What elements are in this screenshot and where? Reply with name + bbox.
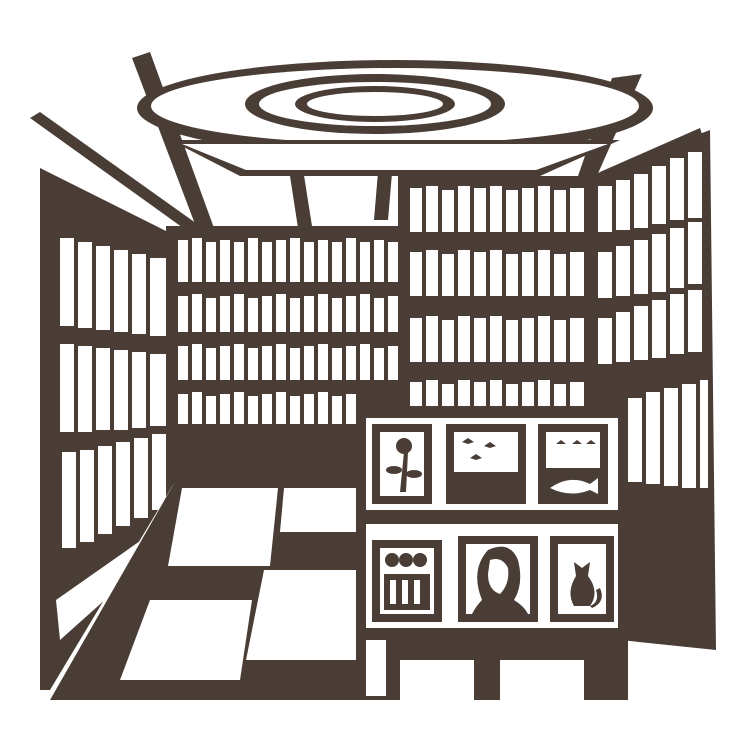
back-bookshelf: [166, 226, 406, 484]
left-bookshelf: [40, 168, 176, 690]
woman-portrait-poster-icon: [458, 536, 538, 622]
cat-poster-icon: [550, 536, 614, 622]
fish-poster-icon: [538, 424, 608, 504]
abstract-poster-icon: [372, 540, 442, 622]
flower-poster-icon: [372, 424, 432, 504]
birds-poster-icon: [446, 424, 526, 504]
display-stand: [356, 408, 628, 700]
ceiling-light-icon: [132, 52, 653, 232]
checkered-floor: [50, 480, 400, 700]
